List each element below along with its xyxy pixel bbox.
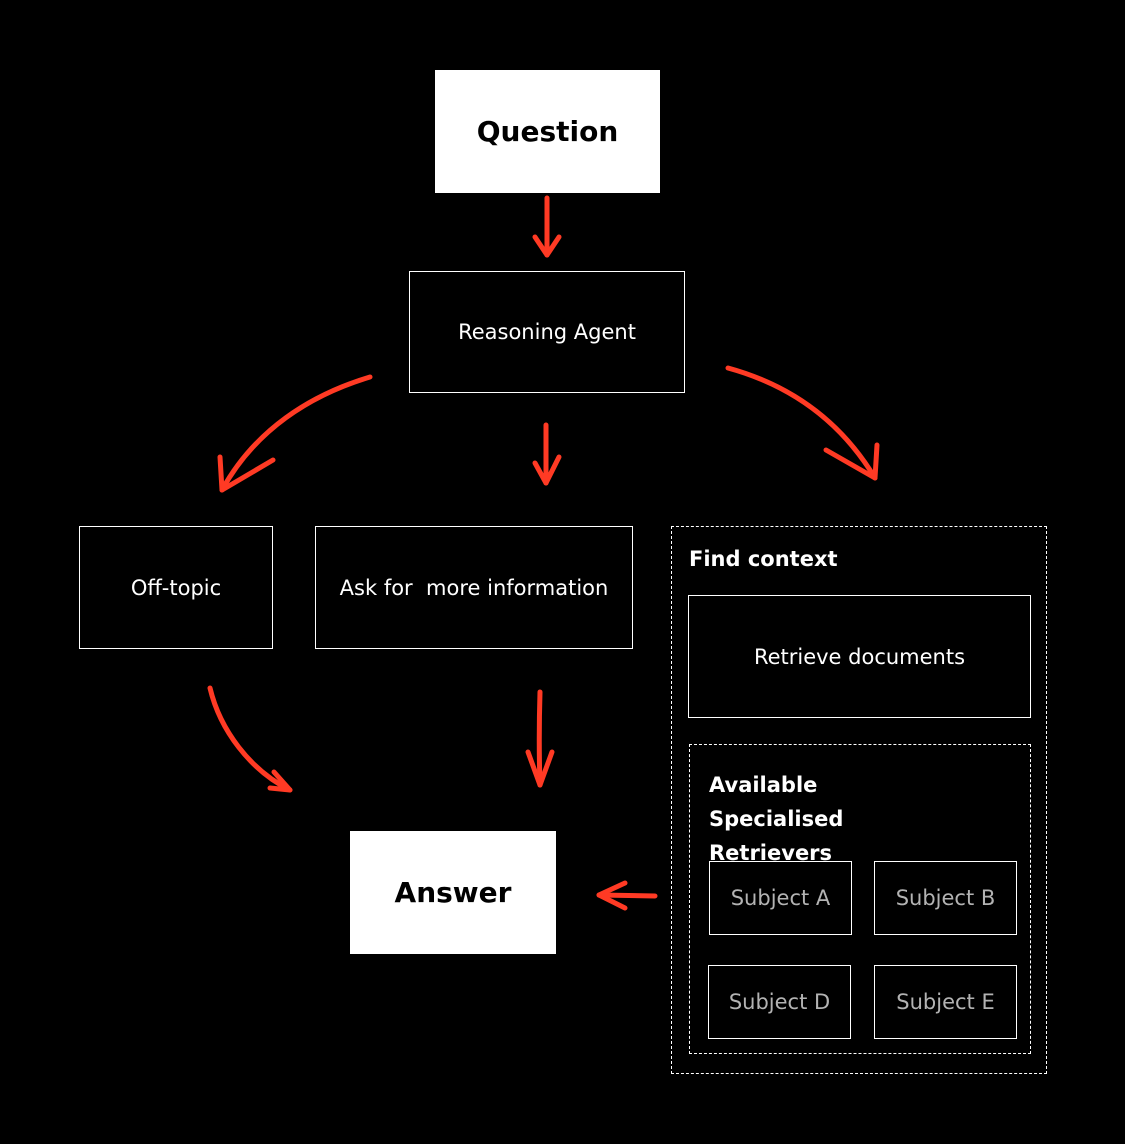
subject-b-node: Subject B [874,861,1017,935]
arrow-agent-to-findcontext [725,365,880,481]
answer-node: Answer [350,831,556,954]
subject-d-label: Subject D [728,990,831,1014]
find-context-title: Find context [689,547,838,571]
find-context-group [671,526,1047,1074]
subject-d-node: Subject D [708,965,851,1039]
question-label: Question [476,115,619,148]
retrievers-group [689,744,1031,1054]
subject-e-node: Subject E [874,965,1017,1039]
arrow-agent-to-offtopic [217,374,373,493]
arrow-question-to-agent [532,195,562,258]
reasoning-agent-label: Reasoning Agent [458,320,636,344]
ask-more-info-label: Ask for more information [339,575,609,600]
question-node: Question [435,70,660,193]
retrievers-title: Available Specialised Retrievers [709,773,844,865]
arrow-offtopic-to-answer [207,685,293,793]
retrieve-documents-label: Retrieve documents [753,644,966,669]
subject-e-label: Subject E [896,990,995,1014]
off-topic-label: Off-topic [130,575,222,600]
arrow-agent-to-askmore [532,422,562,486]
ask-more-info-node: Ask for more information [315,526,633,649]
arrow-askmore-to-answer [525,689,555,788]
subject-a-node: Subject A [709,861,852,935]
arrow-findcontext-to-answer [596,880,658,911]
reasoning-agent-node: Reasoning Agent [409,271,685,393]
subject-a-label: Subject A [730,886,831,910]
retrieve-documents-node: Retrieve documents [688,595,1031,718]
subject-b-label: Subject B [895,886,996,910]
off-topic-node: Off-topic [79,526,273,649]
answer-label: Answer [394,876,512,909]
